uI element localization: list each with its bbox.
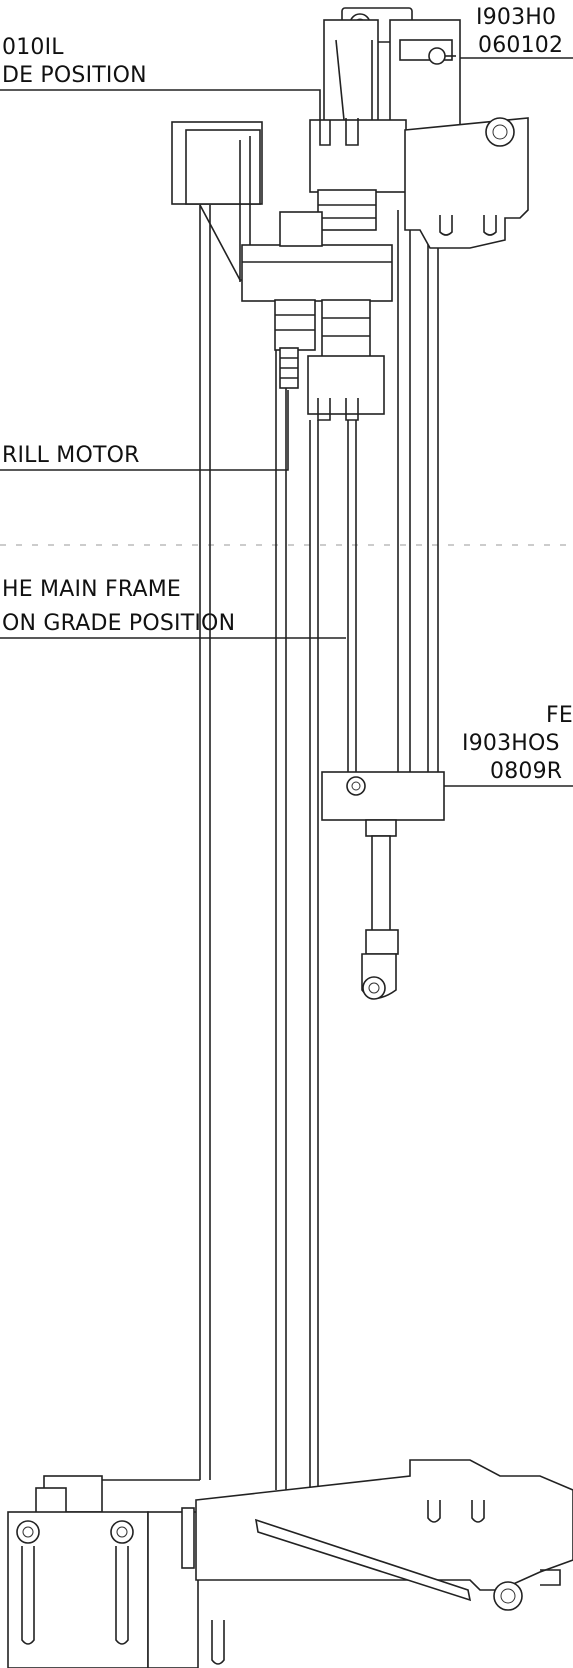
label-main-frame-line1: HE MAIN FRAME [2,577,181,602]
top-bracket [171,121,263,282]
label-top-right-line1: I903H0 [476,5,556,30]
label-mid-right-line2: I903HOS [462,731,560,756]
label-mid-right: FE I903HOS 0809R [368,703,573,787]
label-drill-motor-text: RILL MOTOR [2,443,140,468]
label-top-left: 010IL DE POSITION [0,35,321,130]
label-drill-motor: RILL MOTOR [0,390,289,471]
leader-drill-motor [0,390,289,471]
drill-head [241,19,407,421]
label-mid-right-line3: 0809R [490,759,562,784]
label-top-left-line1: 010IL [2,35,64,60]
cylinder-block [321,771,445,1000]
label-main-frame-line2: ON GRADE POSITION [2,611,235,636]
label-top-right-line2: 060102 [478,33,563,58]
main-frame [45,205,439,1490]
label-mid-right-line1: FE [546,703,573,728]
leader-top-left [0,89,321,130]
label-main-frame: HE MAIN FRAME ON GRADE POSITION [0,577,346,639]
fitting-icon [428,47,446,65]
fitting-mid-icon [346,776,366,796]
right-bracket-top [404,117,529,249]
label-top-left-line2: DE POSITION [2,63,147,88]
label-top-right: I903H0 060102 [448,5,573,59]
base-assembly [7,1459,573,1668]
